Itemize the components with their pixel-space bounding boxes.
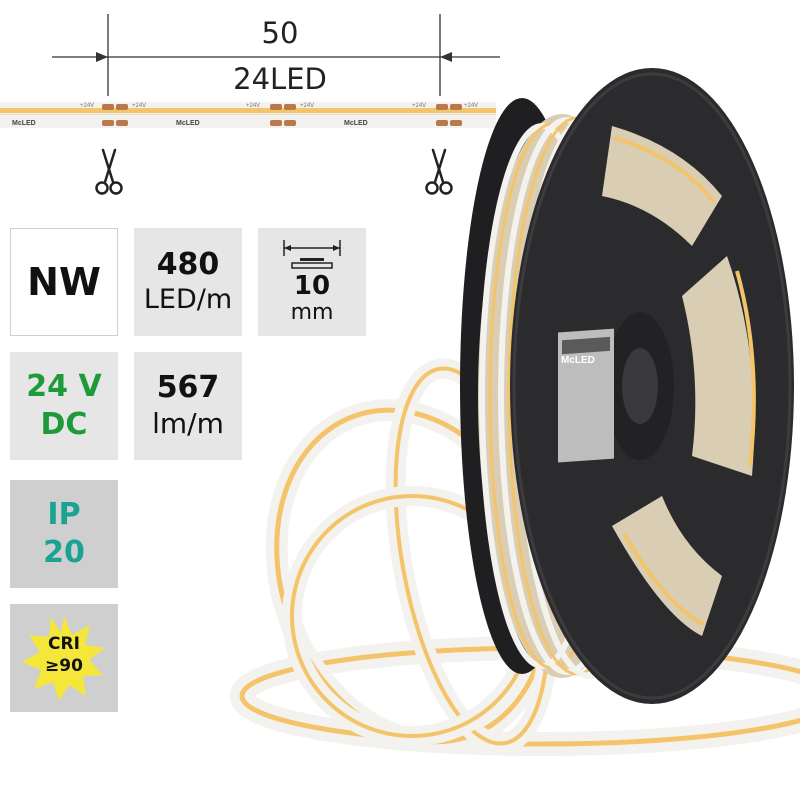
strip-voltage-mark-4: +24V bbox=[300, 103, 315, 109]
lumen-tile: 567 lm/m bbox=[134, 352, 242, 460]
voltage-tile: 24 V DC bbox=[10, 352, 118, 460]
strip-brand-label-2: McLED bbox=[176, 120, 200, 127]
ip-rating-tile: IP 20 bbox=[10, 480, 118, 588]
width-tile: 10 mm bbox=[258, 228, 366, 336]
lumen-unit: lm/m bbox=[152, 407, 224, 440]
strip-voltage-mark-2: +24V bbox=[132, 103, 147, 109]
color-temp-value: NW bbox=[27, 260, 101, 304]
strip-voltage-mark-6: +24V bbox=[464, 103, 479, 109]
led-density-value: 480 bbox=[156, 247, 220, 282]
strip-brand-label-1: McLED bbox=[12, 120, 36, 127]
cri-label: CRI bbox=[48, 634, 80, 654]
ip-value: 20 bbox=[43, 535, 85, 570]
strip-voltage-mark-5: +24V bbox=[412, 103, 427, 109]
voltage-value: 24 V bbox=[26, 369, 102, 404]
strip-voltage-mark-1: +24V bbox=[80, 103, 95, 109]
width-unit: mm bbox=[290, 300, 334, 325]
lumen-value: 567 bbox=[156, 370, 220, 405]
strip-brand-label-3: McLED bbox=[344, 120, 368, 127]
ip-label: IP bbox=[47, 497, 81, 532]
dimension-led-count: 24LED bbox=[233, 62, 327, 96]
dimension-lines bbox=[52, 14, 500, 96]
led-density-tile: 480 LED/m bbox=[134, 228, 242, 336]
voltage-type: DC bbox=[40, 407, 88, 442]
scissors-icon bbox=[425, 148, 453, 195]
cri-value: ≥90 bbox=[45, 656, 83, 676]
scissors-icon bbox=[95, 148, 123, 195]
dimension-length: 50 bbox=[261, 16, 299, 50]
cri-star-icon bbox=[22, 616, 105, 701]
led-density-unit: LED/m bbox=[143, 284, 233, 315]
width-value: 10 bbox=[293, 271, 331, 301]
width-dimension-icon bbox=[283, 240, 341, 269]
led-strip-reel-image bbox=[230, 68, 800, 756]
color-temp-tile: NW bbox=[10, 228, 118, 336]
led-strip-horizontal bbox=[0, 102, 496, 128]
strip-voltage-mark-3: +24V bbox=[246, 103, 261, 109]
reel-label-brand: McLED bbox=[561, 355, 595, 366]
cri-tile: CRI ≥90 bbox=[10, 604, 118, 712]
